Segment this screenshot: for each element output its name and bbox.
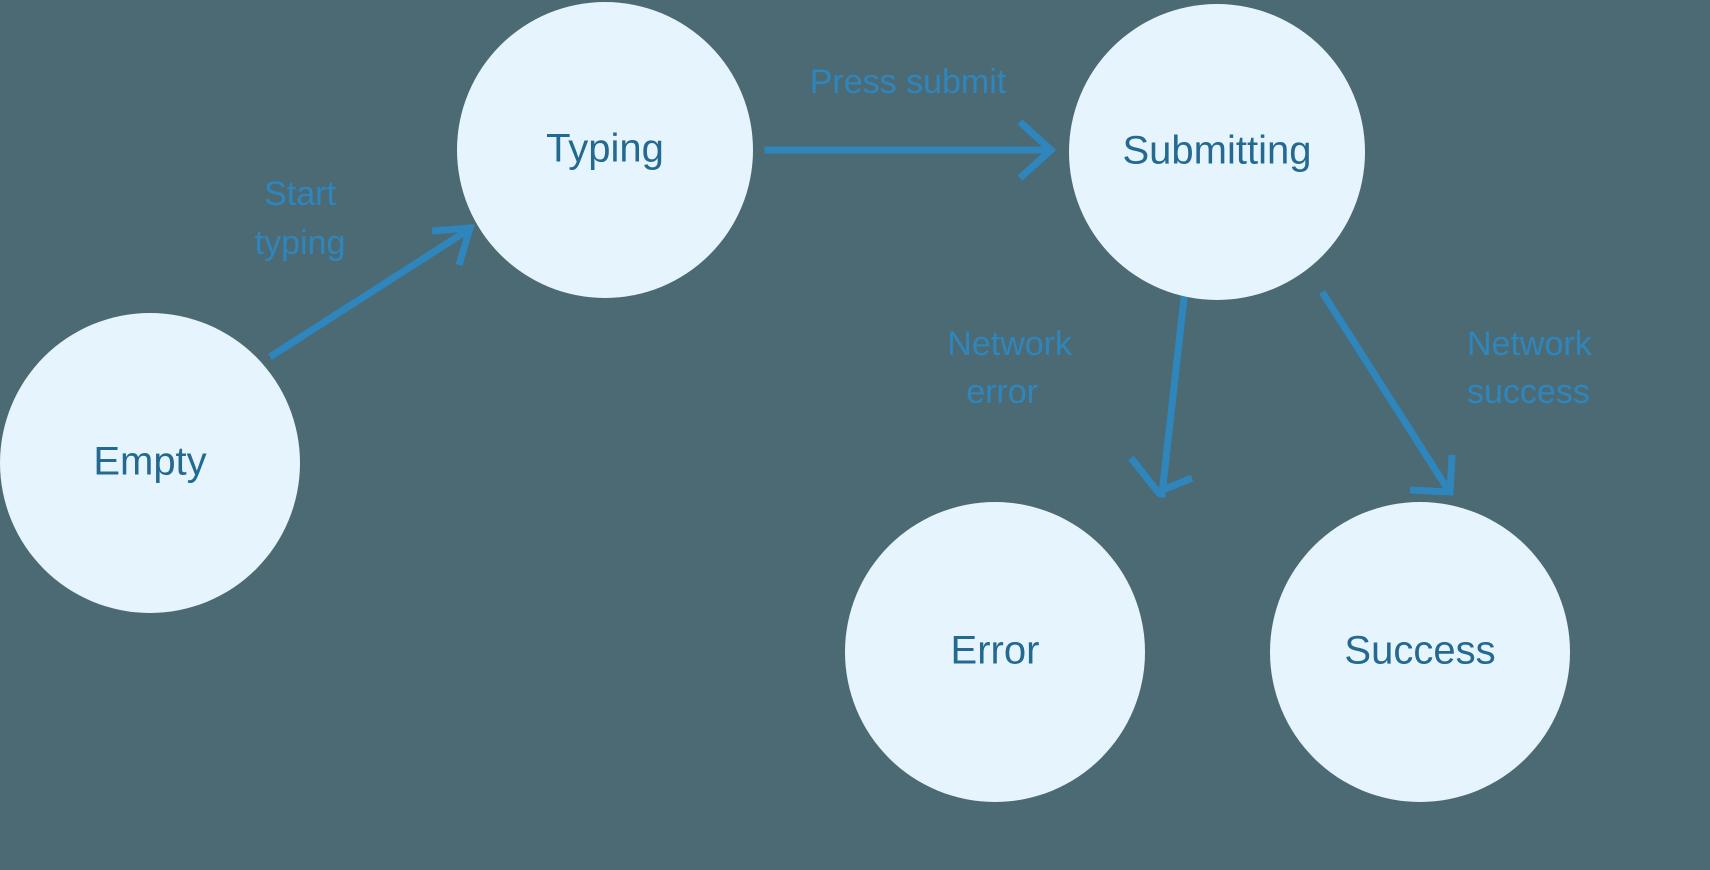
edge-submitting-to-success-label-line-1: Network (1467, 325, 1593, 363)
edge-submitting-to-error-arrowhead (1128, 455, 1194, 497)
node-submitting-label: Submitting (1123, 129, 1312, 173)
edge-empty-to-typing[interactable]: Start typing (255, 175, 475, 360)
edge-submitting-to-success-arrowhead (1409, 454, 1456, 496)
edge-empty-to-typing-label-line-2: typing (255, 224, 346, 262)
edge-submitting-to-error-label-line-2: error (966, 373, 1038, 411)
node-success[interactable]: Success (1270, 502, 1570, 802)
edge-empty-to-typing-label-line-1: Start (264, 175, 336, 213)
edge-typing-to-submitting-arrowhead (1017, 119, 1057, 181)
edge-submitting-to-success-line (1319, 290, 1452, 493)
node-submitting-circle (1069, 4, 1365, 300)
node-error-label: Error (951, 629, 1040, 673)
node-success-label: Success (1344, 629, 1495, 673)
node-error[interactable]: Error (845, 502, 1145, 802)
edge-typing-to-submitting[interactable]: Press submit (764, 63, 1057, 181)
edge-submitting-to-success-label-line-2: success (1467, 373, 1590, 411)
node-submitting[interactable]: Submitting (1069, 4, 1365, 300)
edge-empty-to-typing-arrowhead (431, 224, 475, 266)
edge-submitting-to-error-label-line-1: Network (947, 325, 1073, 363)
node-error-circle (845, 502, 1145, 802)
node-empty-label: Empty (93, 440, 206, 484)
edge-typing-to-submitting-label: Press submit (810, 63, 1007, 101)
edge-submitting-to-error-line (1158, 294, 1188, 498)
node-empty-circle (0, 313, 300, 613)
node-typing[interactable]: Typing (457, 2, 753, 298)
edge-submitting-to-success[interactable]: Network success (1319, 290, 1593, 496)
node-typing-circle (457, 2, 753, 298)
node-typing-label: Typing (546, 127, 664, 171)
edge-submitting-to-error[interactable]: Network error (947, 294, 1194, 498)
node-empty[interactable]: Empty (0, 313, 300, 613)
node-success-circle (1270, 502, 1570, 802)
edge-empty-to-typing-line (268, 225, 473, 360)
